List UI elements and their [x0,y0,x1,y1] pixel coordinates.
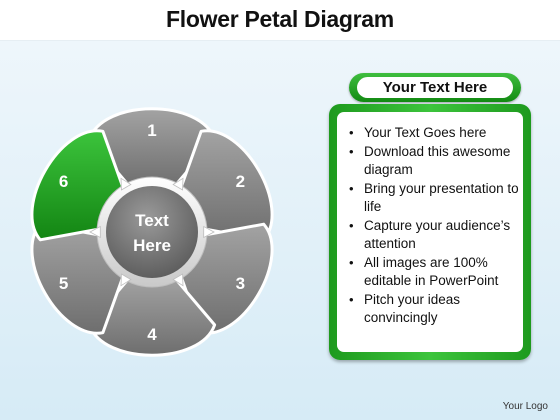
bullet-dot-icon: • [349,143,354,159]
bullet-item: • Capture your audience’s attention [347,217,519,254]
bullet-dot-icon: • [349,180,354,196]
petal-label-6: 6 [59,172,68,191]
bullet-text: All images are 100% editable in PowerPoi… [364,254,499,289]
center-text-line-2: Here [133,236,171,255]
petal-label-3: 3 [236,274,245,293]
flower-diagram: Text Here 1 2 3 4 5 6 [30,107,274,357]
bullet-list: • Your Text Goes here • Download this aweso… [347,124,519,328]
ring-arrows [89,177,215,287]
bullet-item: • Bring your presentation to life [347,180,519,217]
logo-text: Your Logo [502,401,548,412]
page-title: Flower Petal Diagram [166,6,394,32]
center-text-line-1: Text [135,211,169,230]
petal-label-1: 1 [147,121,156,140]
bullet-item: • Your Text Goes here [347,124,519,143]
bullet-dot-icon: • [349,254,354,270]
bullet-item: • All images are 100% editable in PowerPo… [347,254,519,291]
petal-label-4: 4 [147,325,157,344]
ring-arrow [172,273,184,287]
ring-arrow [203,225,215,239]
text-panel: • Your Text Goes here • Download this aweso… [329,104,531,360]
center-hub: Text Here [96,176,208,288]
title-divider [0,40,560,41]
petal-labels: 1 2 3 4 5 6 [59,121,245,344]
ring-arrow [89,225,101,239]
bullet-dot-icon: • [349,291,354,307]
bullet-text: Capture your audience’s attention [364,217,511,252]
panel-header-text: Your Text Here [357,77,513,98]
petal-label-2: 2 [236,172,245,191]
ring-arrow [120,273,132,287]
ring-arrow [120,177,132,191]
bullet-item: • Pitch your ideas convincingly [347,291,519,328]
bullet-item: • Download this awesome diagram [347,143,519,180]
bullet-text: Pitch your ideas convincingly [364,291,461,326]
bullet-dot-icon: • [349,217,354,233]
bullet-text: Bring your presentation to life [364,180,519,215]
bullet-dot-icon: • [349,125,354,140]
text-panel-body: • Your Text Goes here • Download this aweso… [337,112,523,352]
bullet-text: Your Text Goes here [364,125,487,140]
panel-header: Your Text Here [349,73,521,102]
petal-label-5: 5 [59,274,68,293]
bullet-text: Download this awesome diagram [364,143,511,178]
ring-arrow [172,177,184,191]
